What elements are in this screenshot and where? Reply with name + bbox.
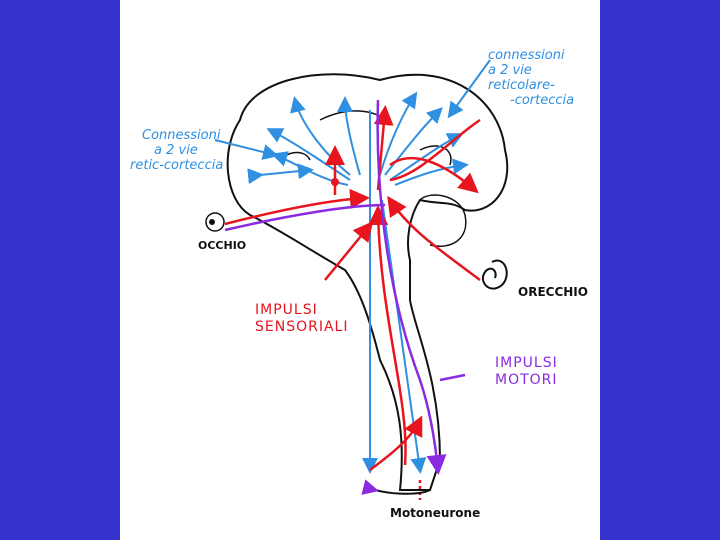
eye-icon <box>205 212 225 232</box>
label-line: IMPULSI <box>255 302 318 318</box>
ear-icon <box>482 259 508 290</box>
label-line: MOTORI <box>495 372 558 388</box>
label-motoneuron: Motoneurone <box>390 506 481 520</box>
label-line: Connessioni <box>142 128 221 143</box>
label-line: SENSORIALI <box>255 319 349 335</box>
label-line: -corteccia <box>510 93 575 108</box>
label-line: IMPULSI <box>495 355 558 371</box>
brain-outline <box>226 73 509 491</box>
label-ear: ORECCHIO <box>518 285 588 299</box>
label-line: connessioni <box>488 48 565 63</box>
cerebellum <box>419 194 467 247</box>
brain-diagram <box>205 59 509 500</box>
label-line: a 2 vie <box>488 63 532 78</box>
motoneuron-arrow <box>361 479 431 495</box>
label-eye: OCCHIO <box>198 239 247 252</box>
label-line: a 2 vie <box>154 143 198 158</box>
label-line: reticolare- <box>488 78 555 93</box>
label-line: retic-corteccia <box>130 158 224 173</box>
